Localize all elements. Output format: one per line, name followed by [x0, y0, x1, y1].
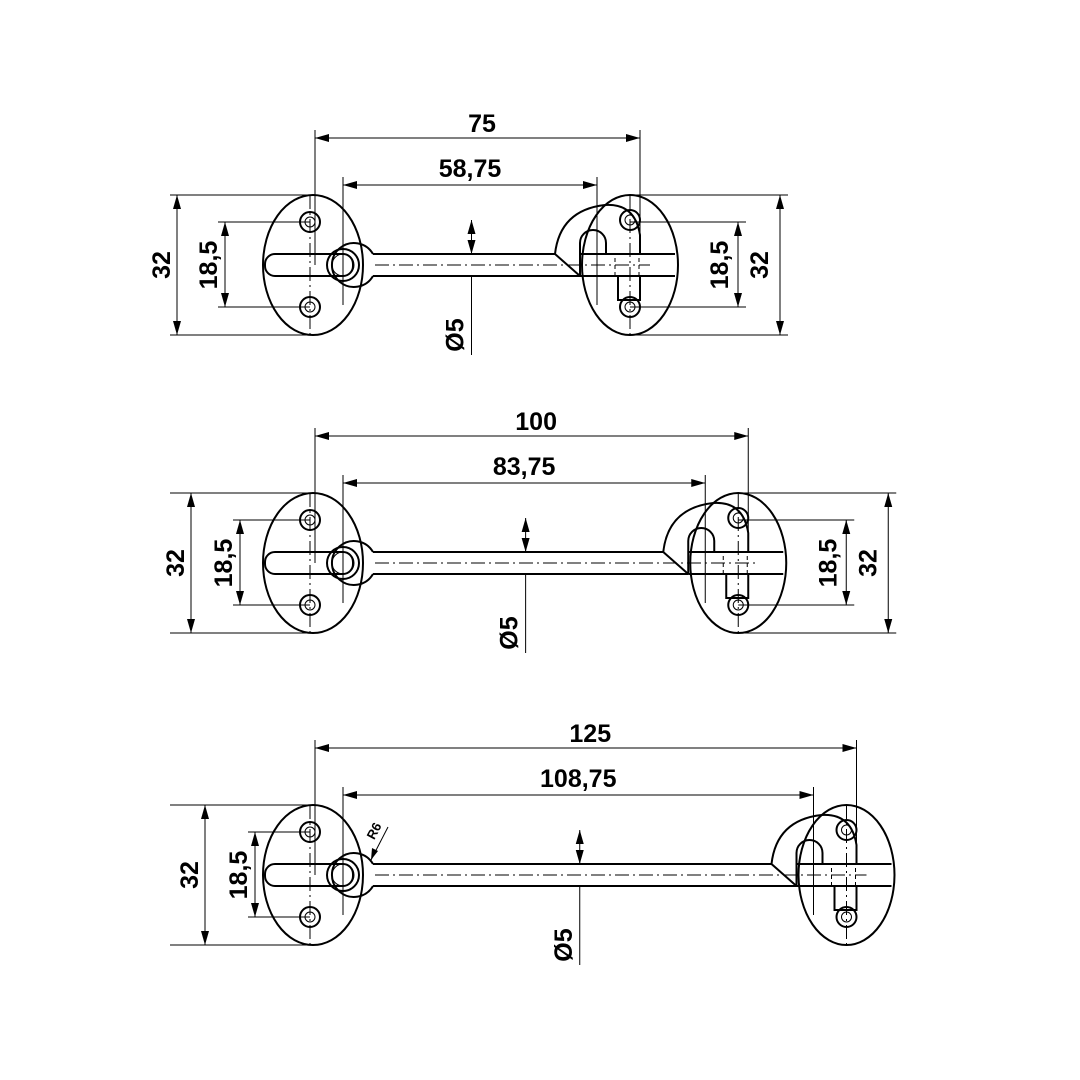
radius-label: R6 [364, 820, 385, 842]
hole-spacing-right-dimension-arrow [734, 222, 742, 236]
height-right-label: 32 [746, 251, 774, 279]
inner-length-dimension-arrow [691, 479, 706, 487]
diameter-dimension-top-arrow [521, 538, 530, 552]
height-right-dimension-arrow [776, 195, 784, 209]
left-plate [262, 194, 364, 336]
overall-length-dimension-arrow [842, 744, 857, 752]
hole-spacing-right-dimension-arrow [842, 591, 851, 605]
left-plate [262, 804, 364, 946]
inner-length-label: 108,75 [540, 765, 617, 793]
hole-spacing-right-dimension-arrow [842, 520, 851, 534]
hole-spacing-left-dimension-arrow [236, 591, 244, 605]
height-left-label: 32 [148, 251, 176, 279]
height-left-dimension-arrow [173, 195, 181, 209]
diameter-label: Ø5 [442, 318, 470, 351]
hook-pin [617, 276, 641, 301]
diameter-dimension-top-arrow [521, 518, 530, 532]
hook-inner [579, 229, 607, 276]
hole-spacing-left-dimension-arrow [221, 293, 229, 307]
inner-length-dimension-arrow [799, 791, 814, 799]
hole-spacing-left-label: 18,5 [195, 241, 223, 290]
inner-length-dimension-arrow [343, 791, 357, 799]
height-left-label: 32 [162, 549, 190, 577]
left-plate [262, 492, 364, 634]
overall-length-label: 125 [569, 720, 611, 748]
diameter-dimension-top-arrow [467, 240, 476, 254]
height-left-dimension-arrow [173, 321, 181, 335]
hook-inner [687, 527, 716, 574]
height-right-dimension-arrow [884, 619, 893, 633]
inner-length-label: 83,75 [493, 453, 556, 481]
overall-length-dimension-arrow [734, 432, 749, 440]
diameter-label: Ø5 [496, 616, 524, 649]
height-left-label: 32 [176, 861, 204, 889]
hole-spacing-right-dimension-arrow [734, 293, 742, 307]
overall-length-dimension-arrow [315, 134, 329, 142]
height-left-dimension-arrow [187, 619, 195, 633]
height-left-dimension-arrow [201, 931, 209, 945]
inner-length-dimension-arrow [343, 479, 357, 487]
height-right-dimension-arrow [884, 493, 893, 507]
hole-spacing-left-label: 18,5 [210, 539, 238, 588]
hook-outer [770, 813, 858, 865]
diameter-label: Ø5 [550, 928, 578, 961]
diameter-dimension-top-arrow [467, 220, 476, 234]
overall-length-dimension-arrow [315, 432, 329, 440]
height-left-dimension-arrow [187, 493, 195, 507]
overall-length-dimension-arrow [315, 744, 329, 752]
hole-spacing-right-label: 18,5 [706, 241, 734, 290]
hole-spacing-left-dimension-arrow [251, 832, 259, 846]
height-right-label: 32 [854, 549, 882, 577]
height-right-dimension-arrow [776, 321, 784, 335]
overall-length-dimension-arrow [626, 134, 640, 142]
inner-length-dimension-arrow [343, 181, 357, 189]
hole-spacing-left-dimension-arrow [221, 222, 229, 236]
hook-pin [725, 574, 750, 599]
eye-slot [264, 253, 354, 277]
hook-inner [795, 839, 824, 886]
radius-arrow [371, 848, 378, 860]
diameter-dimension-top-arrow [575, 830, 584, 844]
hole-spacing-right-label: 18,5 [814, 539, 842, 588]
eye-slot [264, 551, 354, 575]
hook-pin [833, 886, 858, 911]
overall-length-label: 100 [515, 408, 557, 436]
inner-length-dimension-arrow [583, 181, 597, 189]
overall-length-label: 75 [468, 110, 496, 138]
diameter-dimension-top-arrow [575, 850, 584, 864]
inner-length-label: 58,75 [439, 155, 502, 183]
hole-spacing-left-label: 18,5 [225, 851, 253, 900]
hole-spacing-left-dimension-arrow [251, 903, 259, 917]
height-left-dimension-arrow [201, 805, 209, 819]
hole-spacing-left-dimension-arrow [236, 520, 244, 534]
eye-slot [264, 863, 354, 887]
